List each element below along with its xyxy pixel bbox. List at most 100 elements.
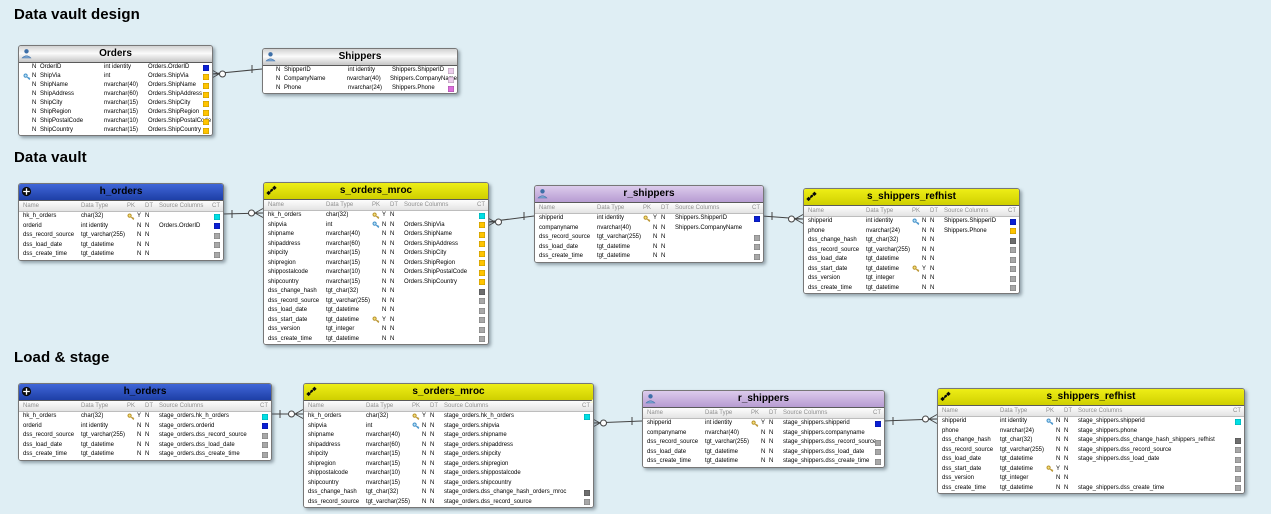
table-header[interactable]: r_shippers (643, 391, 884, 408)
table-header[interactable]: s_orders_mroc (264, 183, 488, 200)
connector-h_orders-s_orders_mroc[interactable] (221, 208, 264, 219)
connector-s_orders_mroc-r_shippers[interactable] (486, 212, 535, 227)
table-header[interactable]: Shippers (263, 49, 457, 66)
column-source: Shippers.ShipperID (392, 67, 445, 73)
table-header[interactable]: s_shippers_refhist (804, 189, 1019, 206)
table-header[interactable]: r_shippers (535, 186, 763, 203)
table-header[interactable]: s_shippers_refhist (938, 389, 1244, 406)
connector-orders-shippers[interactable] (210, 65, 263, 79)
connector-r_shippers-s_shippers_refhist[interactable] (761, 212, 804, 224)
key-slot (412, 450, 422, 460)
table-header[interactable]: h_orders (19, 384, 271, 401)
table-header[interactable]: s_orders_mroc (304, 384, 593, 403)
connector-ls-s_orders_mroc-r_shippers[interactable] (591, 417, 643, 428)
table-header[interactable]: h_orders (19, 184, 223, 201)
connector-ls-h_orders-s_orders_mroc[interactable] (270, 409, 304, 419)
connector-ls-r_shippers-s_shippers_refhist[interactable] (882, 414, 938, 426)
table-header[interactable]: Orders (19, 46, 212, 63)
